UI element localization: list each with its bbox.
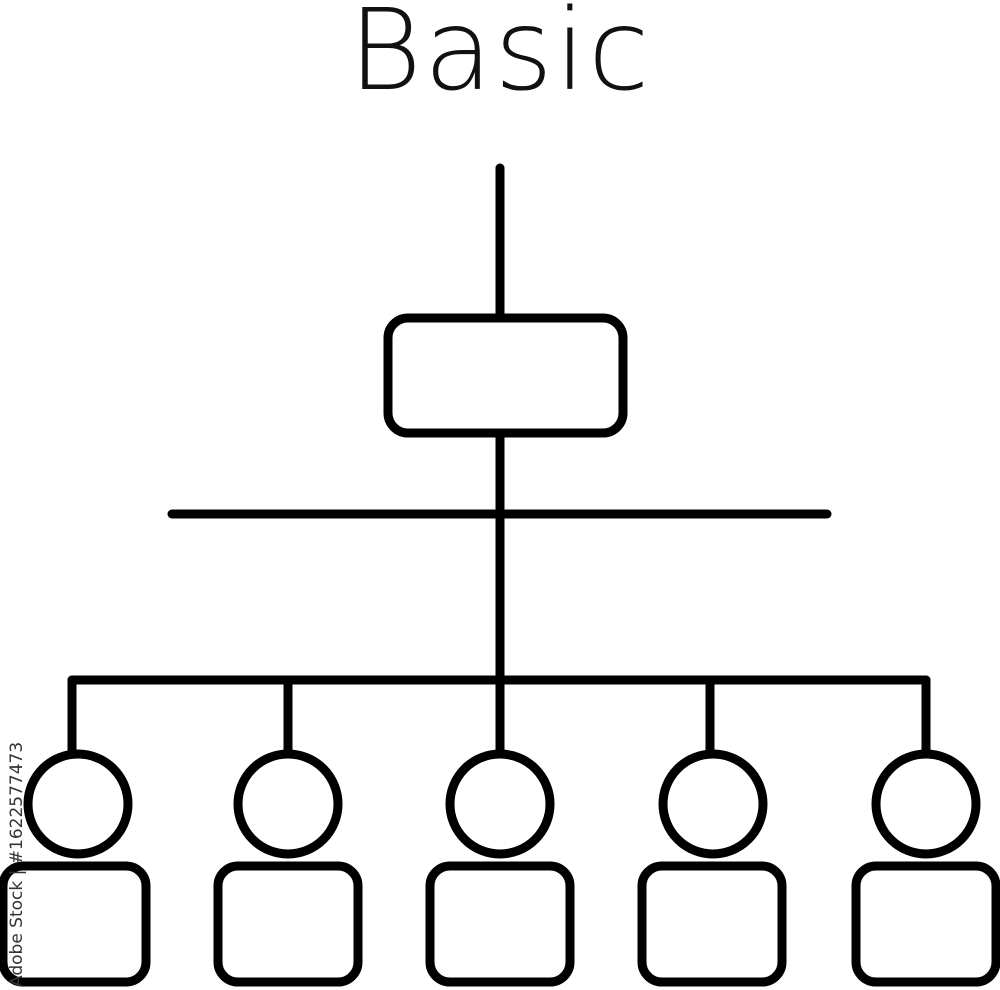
diagram-title: Basic <box>348 0 652 116</box>
top-node-box <box>383 313 628 438</box>
member-person-icon <box>213 749 363 987</box>
member-person-icon <box>851 749 1000 987</box>
member-body-box <box>425 861 575 987</box>
member-body-box <box>0 861 151 987</box>
member-head-circle <box>23 749 133 859</box>
member-body-box <box>851 861 1000 987</box>
member-head-circle <box>871 749 981 859</box>
member-head-circle <box>658 749 768 859</box>
member-person-icon <box>425 749 575 987</box>
member-person-icon <box>0 749 151 987</box>
member-person-icon <box>637 749 787 987</box>
member-body-box <box>213 861 363 987</box>
member-head-circle <box>445 749 555 859</box>
stock-watermark-text: Adobe Stock | #1622577473 <box>7 741 27 987</box>
member-head-circle <box>233 749 343 859</box>
member-body-box <box>637 861 787 987</box>
stock-watermark: Adobe Stock | #1622577473 <box>4 740 27 990</box>
